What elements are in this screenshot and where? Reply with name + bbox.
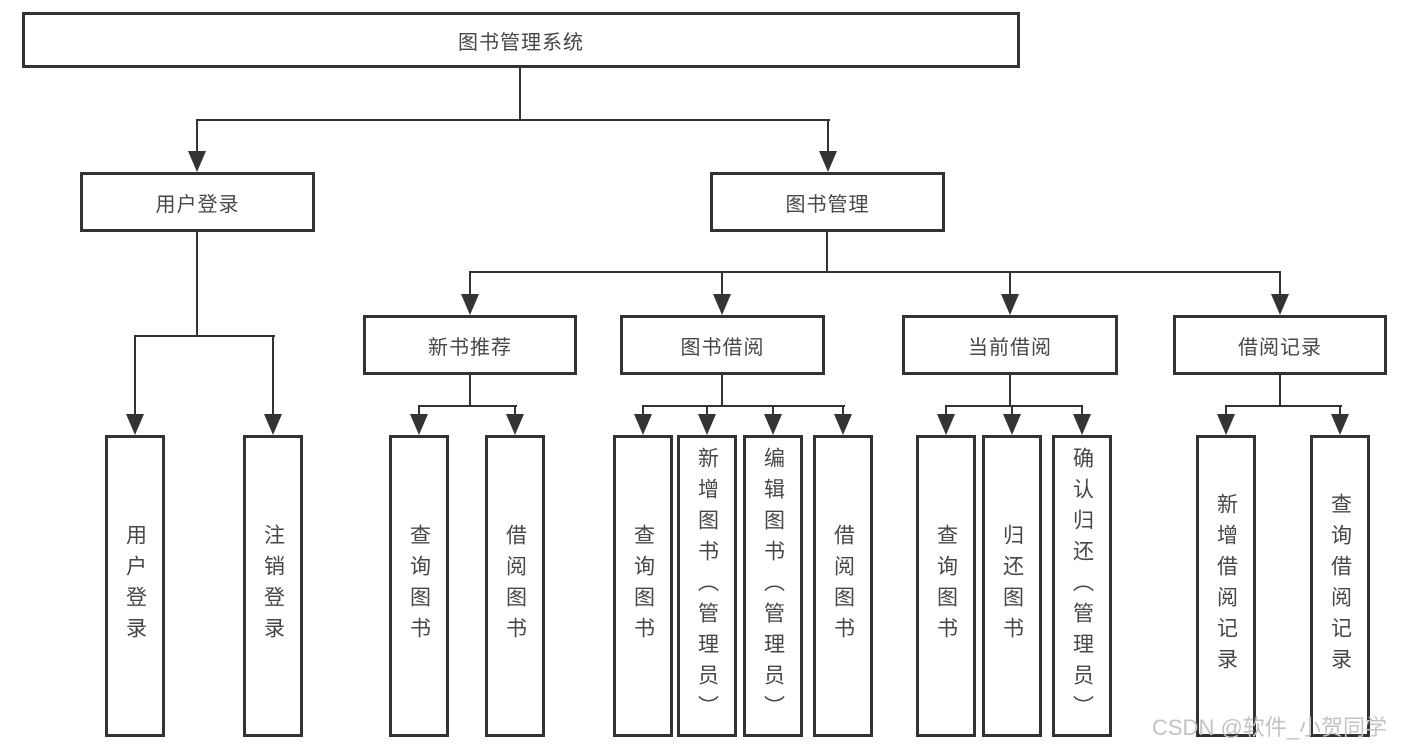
node-leaf-nb-query-label: 查询图书 [407,524,431,648]
node-leaf-cb-confirm: 确认归还（管理员） [1052,435,1112,737]
node-book-management-label: 图书管理 [785,193,870,216]
connector-user-login-stem [196,230,198,337]
node-leaf-bb-query: 查询图书 [613,435,673,737]
connector-current-borrow-stem [1009,373,1011,407]
node-new-book-recommend: 新书推荐 [363,315,577,375]
node-root: 图书管理系统 [22,12,1020,68]
arrow-to-bb-query [634,405,652,435]
node-leaf-cb-query-label: 查询图书 [934,524,958,648]
connector-borrow-records-branch [1225,405,1342,407]
node-leaf-logout-label: 注销登录 [261,524,285,648]
arrow-to-user-login [188,119,206,172]
node-leaf-bb-edit-label: 编辑图书（管理员） [761,446,785,726]
node-leaf-nb-borrow: 借阅图书 [485,435,545,737]
node-book-borrow: 图书借阅 [620,315,825,375]
node-borrow-records-label: 借阅记录 [1238,336,1322,359]
node-leaf-cb-confirm-label: 确认归还（管理员） [1070,446,1094,726]
node-leaf-br-add-label: 新增借阅记录 [1214,493,1238,679]
connector-book-borrow-stem [721,373,723,407]
connector-new-book-recommend-branch [418,405,517,407]
node-leaf-bb-add: 新增图书（管理员） [677,435,737,737]
node-leaf-login-label: 用户登录 [123,524,147,648]
arrow-to-logout [264,335,282,435]
node-leaf-bb-edit: 编辑图书（管理员） [743,435,803,737]
arrow-to-cb-query [937,405,955,435]
node-current-borrow: 当前借阅 [902,315,1118,375]
node-new-book-recommend-label: 新书推荐 [428,336,512,359]
node-book-borrow-label: 图书借阅 [680,336,765,359]
node-user-login: 用户登录 [80,172,315,232]
node-leaf-cb-return: 归还图书 [982,435,1042,737]
node-book-management: 图书管理 [710,172,945,232]
node-leaf-bb-query-label: 查询图书 [631,524,655,648]
arrow-to-new-book-recommend [461,271,479,315]
arrow-to-nb-query [410,405,428,435]
node-leaf-cb-return-label: 归还图书 [1000,524,1024,648]
connector-borrow-records-stem [1279,373,1281,407]
arrow-to-br-query [1331,405,1349,435]
arrow-to-br-add [1217,405,1235,435]
node-leaf-login: 用户登录 [105,435,165,737]
node-leaf-cb-query: 查询图书 [916,435,976,737]
node-root-label: 图书管理系统 [458,31,584,54]
connector-book-borrow-branch [642,405,845,407]
arrow-to-bb-borrow [834,405,852,435]
arrow-to-cb-return [1003,405,1021,435]
connector-new-book-recommend-stem [469,373,471,407]
connector-level2-branch [196,119,830,121]
node-borrow-records: 借阅记录 [1173,315,1387,375]
arrow-to-bb-add [698,405,716,435]
node-leaf-nb-borrow-label: 借阅图书 [503,524,527,648]
node-leaf-bb-borrow: 借阅图书 [813,435,873,737]
connector-current-borrow-branch [945,405,1083,407]
arrow-to-nb-borrow [506,405,524,435]
arrow-to-borrow-records [1271,271,1289,315]
node-leaf-nb-query: 查询图书 [389,435,449,737]
csdn-watermark: CSDN @软件_小贺同学 [1152,715,1388,740]
arrow-to-current-borrow [1001,271,1019,315]
arrow-to-book-management [819,119,837,172]
connector-book-management-stem [826,230,828,273]
connector-root-stem [519,67,521,121]
node-user-login-label: 用户登录 [155,193,240,216]
connector-user-login-branch [134,335,275,337]
node-leaf-logout: 注销登录 [243,435,303,737]
node-leaf-bb-borrow-label: 借阅图书 [831,524,855,648]
arrow-to-cb-confirm [1073,405,1091,435]
arrow-to-bb-edit [764,405,782,435]
node-leaf-br-query-label: 查询借阅记录 [1328,493,1352,679]
arrow-to-book-borrow [713,271,731,315]
node-leaf-br-query: 查询借阅记录 [1310,435,1370,737]
node-leaf-br-add: 新增借阅记录 [1196,435,1256,737]
arrow-to-login [126,335,144,435]
node-leaf-bb-add-label: 新增图书（管理员） [695,446,719,726]
connector-level3-branch [469,271,1281,273]
node-current-borrow-label: 当前借阅 [968,336,1052,359]
